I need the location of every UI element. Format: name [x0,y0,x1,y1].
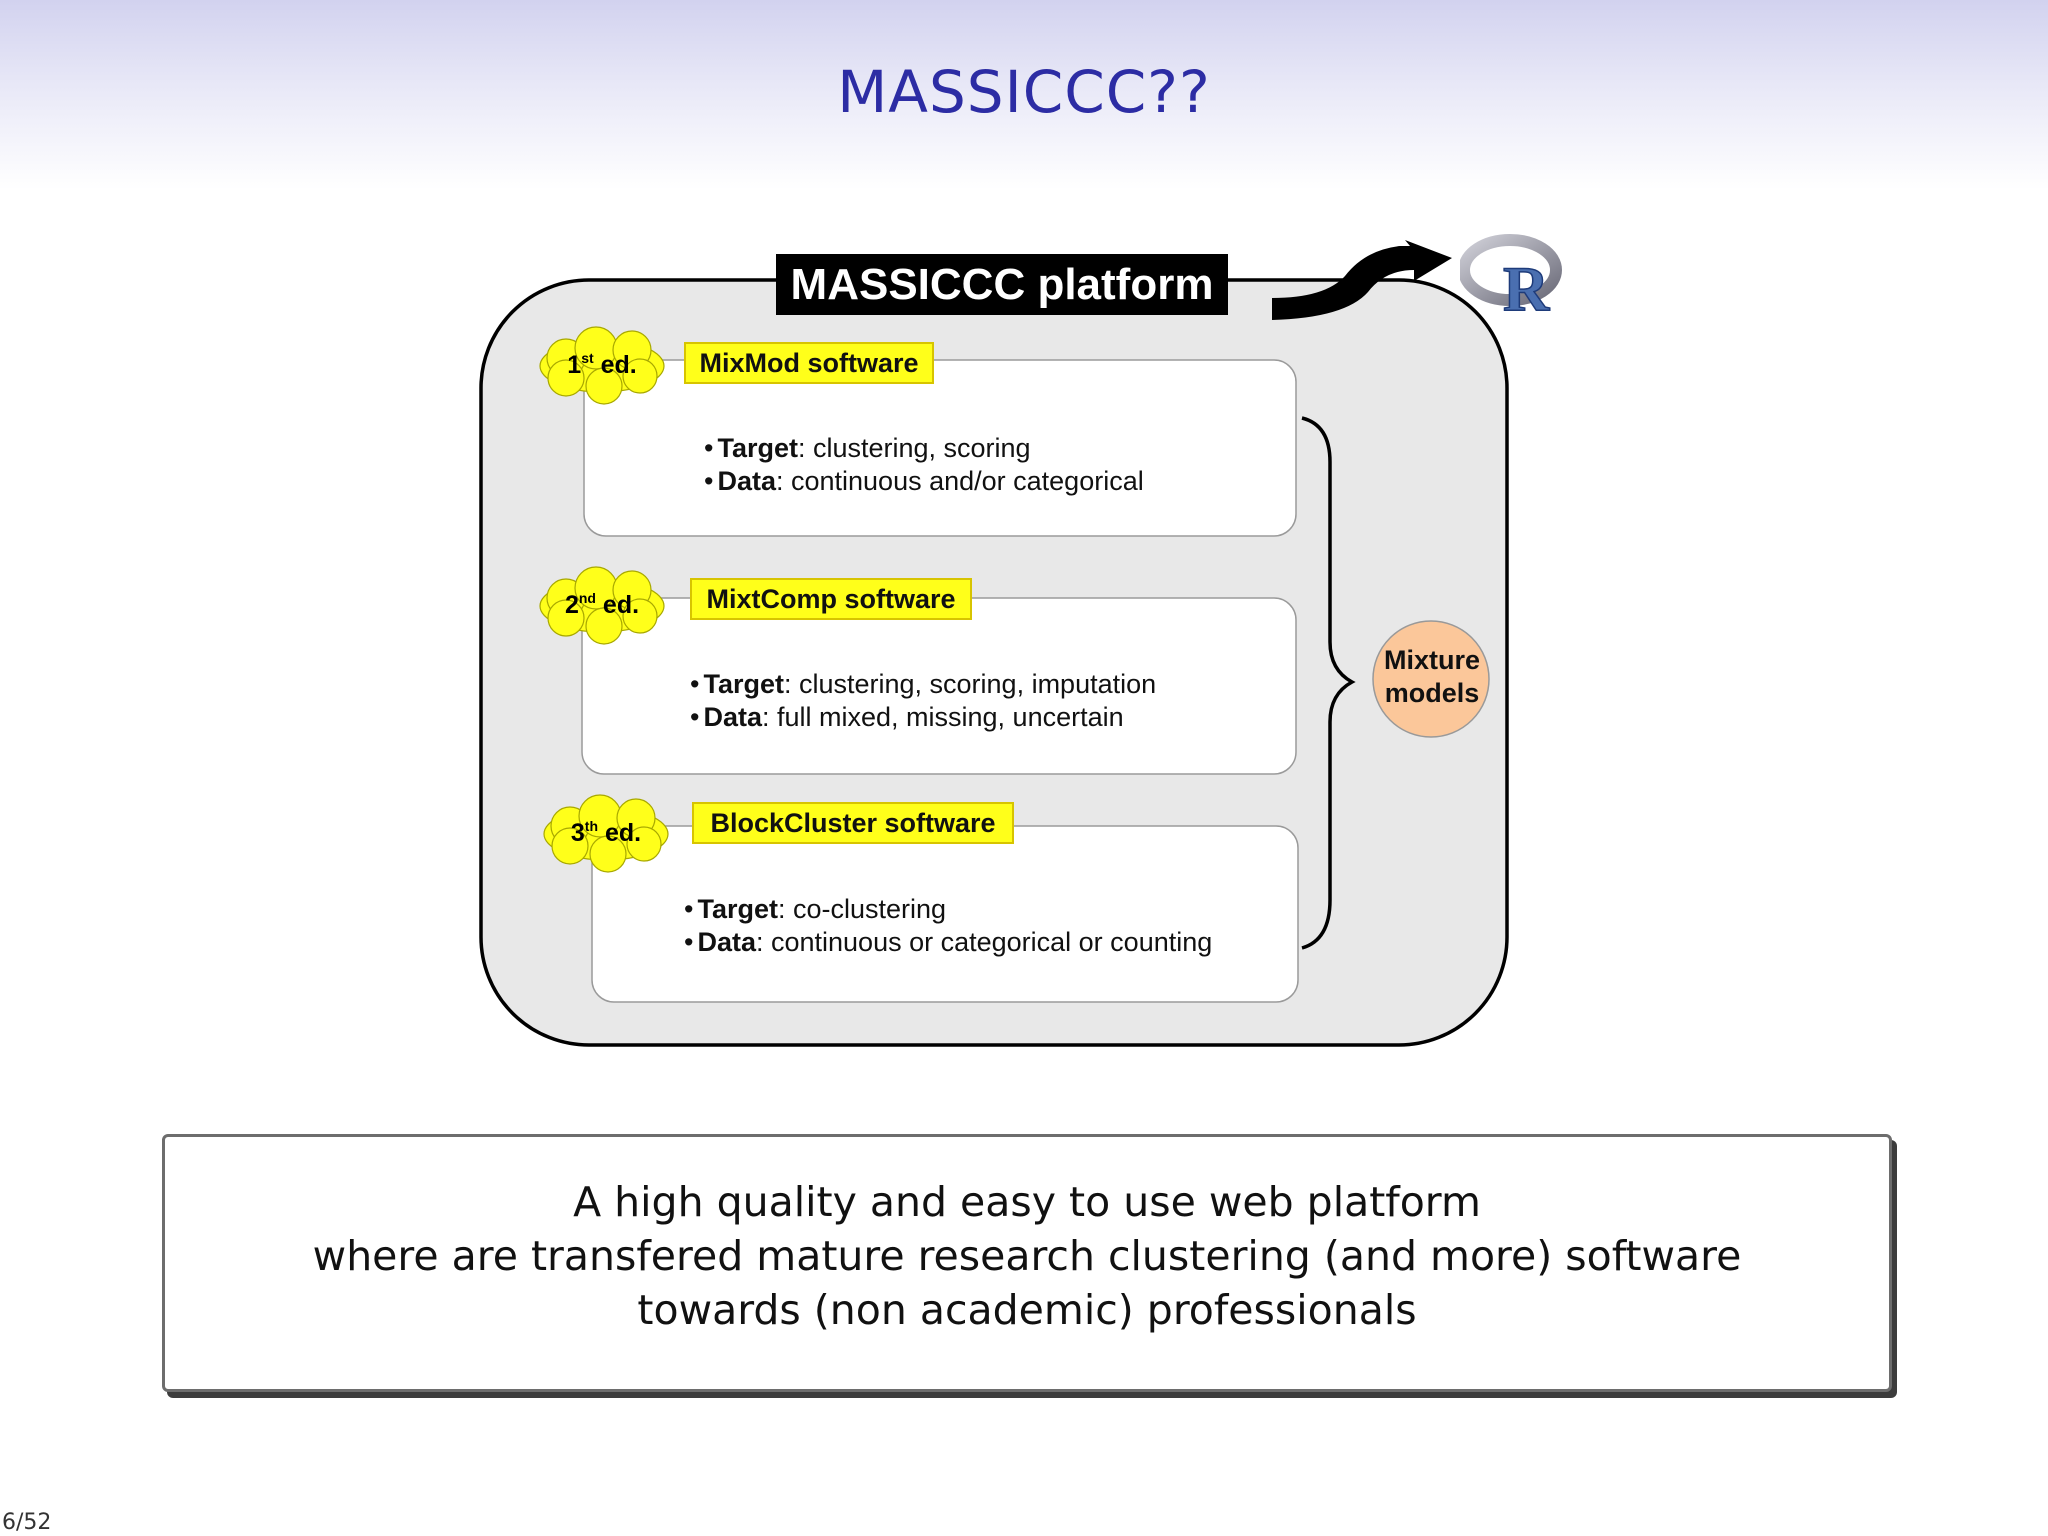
card-description: •Target: co-clustering •Data: continuous… [684,894,1213,957]
software-label: MixMod software [684,342,934,384]
software-label: BlockCluster software [692,802,1014,844]
edition-label: 1st ed. [567,350,637,379]
slide-header [0,0,2048,190]
r-logo-icon: R [1460,234,1562,322]
summary-line-3: towards (non academic) professionals [637,1286,1417,1334]
slide-title: MASSICCC?? [837,58,1211,126]
page-number: 6/52 [2,1510,52,1535]
platform-title: MASSICCC platform [776,254,1228,315]
card-description: •Target: clustering, scoring •Data: cont… [704,433,1144,496]
card-description: •Target: clustering, scoring, imputation… [690,669,1157,732]
summary-line-2: where are transfered mature research clu… [312,1232,1742,1280]
card-1 [583,359,1297,537]
edition-label: 2nd ed. [564,590,640,619]
arrow-icon [1272,240,1452,320]
summary-box [162,1134,1892,1392]
summary-line-1: A high quality and easy to use web platf… [573,1178,1481,1226]
cloud-icon [539,326,665,405]
cloud-icon [543,794,669,873]
software-label: MixtComp software [690,578,972,620]
edition-label: 3th ed. [570,818,642,847]
curly-brace [1301,416,1356,950]
mixture-models-label: Mixture models [1383,645,1481,708]
mixture-models-circle [1372,620,1490,738]
svg-text:R: R [1503,253,1550,322]
cloud-icon [539,566,665,645]
